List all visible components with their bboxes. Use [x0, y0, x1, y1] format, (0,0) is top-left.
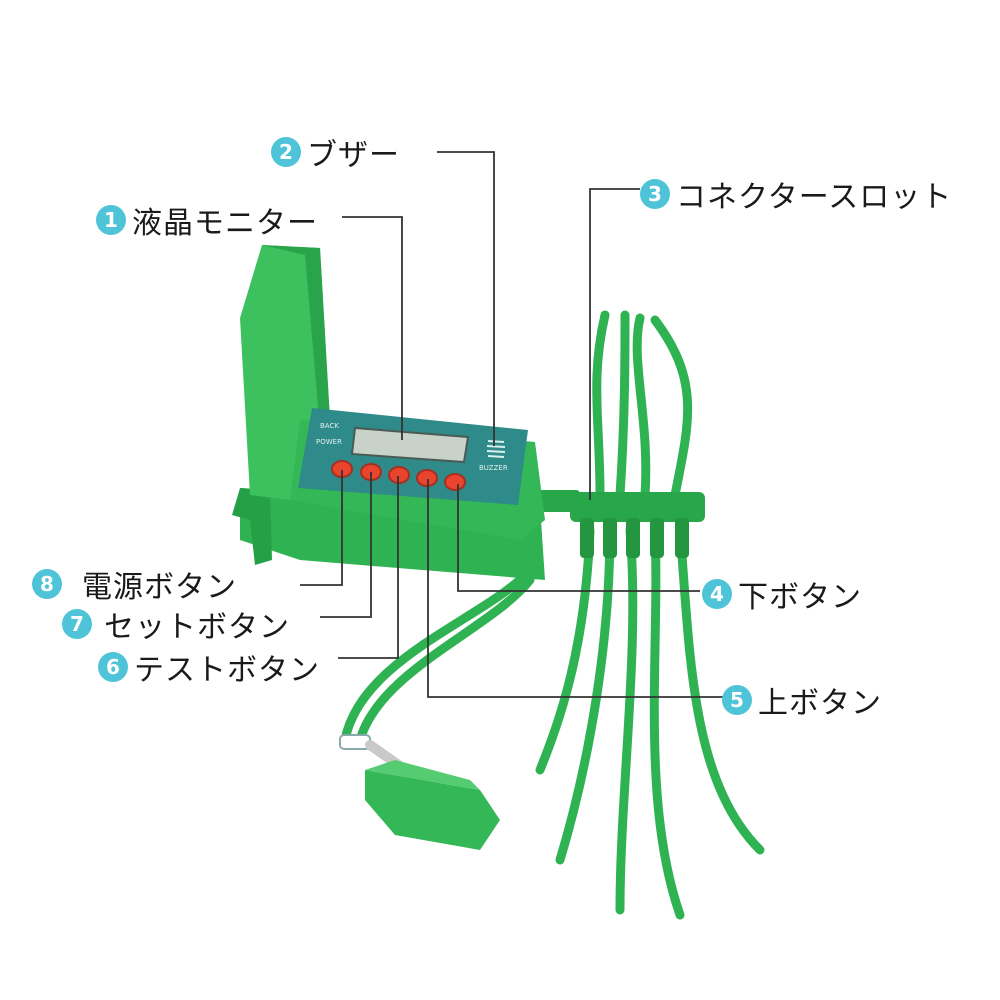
manifold-nozzles — [580, 518, 689, 558]
callout-number-badge: 5 — [722, 685, 752, 715]
connector-leader — [589, 188, 640, 500]
callout-label: テストボタン — [134, 653, 320, 688]
controller-legs — [232, 488, 272, 565]
lcd-tag-bottom: POWER — [316, 438, 342, 446]
up-leader — [427, 479, 725, 698]
pump-hoses — [340, 570, 535, 745]
callout-number-badge: 7 — [62, 609, 92, 639]
buzzer-grille — [486, 440, 506, 458]
water-pump — [365, 770, 500, 850]
test-button-shape — [388, 466, 410, 484]
inlet-hoses — [592, 310, 693, 500]
lcd-screen — [350, 426, 470, 464]
buzzer-leader — [437, 151, 495, 446]
lcd-leader — [342, 216, 403, 440]
callout-down: 4 下ボタン — [702, 572, 862, 616]
set-leader — [320, 472, 372, 618]
callout-number-badge: 2 — [271, 137, 301, 167]
test-leader — [338, 476, 399, 659]
callout-power: 8 電源ボタン — [32, 562, 237, 606]
device-illustration: BACK POWER BUZZER — [232, 245, 765, 920]
down-button-shape — [444, 473, 466, 491]
water-pump-top — [365, 760, 480, 790]
callout-label: 下ボタン — [738, 580, 862, 615]
callout-number-badge: 8 — [32, 569, 62, 599]
callout-connector: 3 コネクタースロット — [640, 172, 952, 216]
controller-lid-edge — [262, 245, 330, 430]
callout-number-badge: 3 — [640, 179, 670, 209]
callout-label: コネクタースロット — [676, 180, 953, 215]
callout-label: セットボタン — [104, 610, 290, 645]
callout-buzzer: 2 ブザー — [271, 130, 400, 174]
power-leader — [300, 470, 343, 586]
up-button-shape — [416, 469, 438, 487]
down-leader — [457, 484, 700, 592]
connector-manifold — [570, 492, 705, 522]
callout-set: 7 セットボタン — [62, 602, 290, 646]
callout-label: 上ボタン — [758, 686, 882, 721]
buzzer-text: BUZZER — [479, 464, 508, 472]
callout-label: ブザー — [307, 138, 400, 173]
callout-label: 液晶モニター — [132, 206, 318, 241]
callout-up: 5 上ボタン — [722, 678, 882, 722]
callout-number-badge: 4 — [702, 579, 732, 609]
callout-lines — [300, 151, 725, 698]
callout-number-badge: 1 — [96, 205, 126, 235]
callout-test: 6 テストボタン — [98, 645, 320, 689]
lcd-tag-top: BACK — [320, 422, 339, 430]
callout-number-badge: 6 — [98, 652, 128, 682]
drip-hoses — [535, 525, 765, 920]
callout-lcd: 1 液晶モニター — [96, 198, 318, 242]
callout-label: 電源ボタン — [82, 570, 237, 605]
